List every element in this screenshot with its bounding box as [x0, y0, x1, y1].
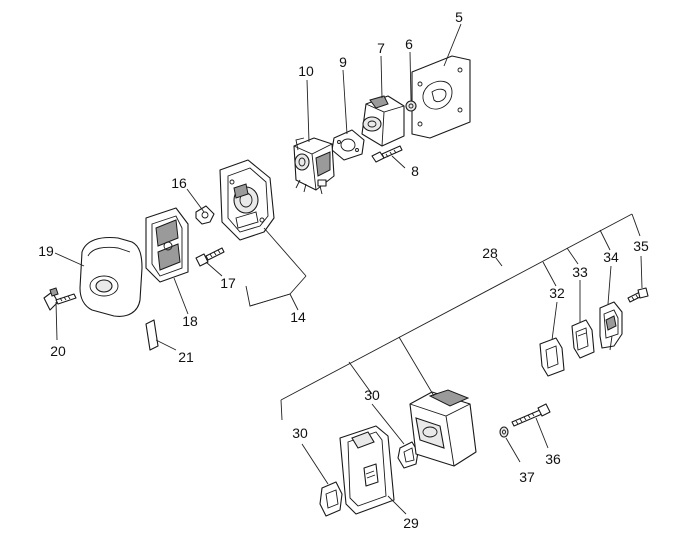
part-20-wing-bolt — [43, 287, 77, 311]
part-33-plate — [571, 319, 595, 359]
callout-35: 35 — [633, 238, 649, 254]
part-36-bolt — [511, 403, 551, 427]
leader-lines — [54, 23, 643, 515]
callout-21: 21 — [178, 349, 194, 365]
callout-36: 36 — [545, 451, 561, 467]
callout-29: 29 — [403, 515, 419, 531]
callout-32: 32 — [549, 285, 565, 301]
part-19-cover — [79, 236, 143, 317]
callout-17: 17 — [220, 275, 236, 291]
part-34-arrestor — [599, 301, 623, 351]
part-8-bolt — [371, 145, 403, 163]
callout-33: 33 — [572, 264, 588, 280]
part-32-gasket — [539, 337, 565, 377]
part-5-gasket — [411, 55, 471, 139]
callout-numbers: 5 6 7 8 9 10 14 16 17 18 19 20 21 28 29 … — [38, 9, 649, 531]
callout-37: 37 — [519, 469, 535, 485]
part-30-gasket-left — [319, 481, 343, 517]
part-21-label — [145, 319, 159, 351]
part-14-cleaner-base — [219, 159, 275, 241]
callout-5: 5 — [455, 9, 463, 25]
part-18-filter — [145, 207, 189, 283]
callout-14: 14 — [290, 309, 306, 325]
part-17-screw — [195, 247, 225, 267]
callout-30-center: 30 — [364, 387, 380, 403]
callout-34: 34 — [603, 249, 619, 265]
callout-30-left: 30 — [292, 425, 308, 441]
callout-16: 16 — [171, 175, 187, 191]
part-37-washer — [499, 426, 509, 438]
part-6-washer — [405, 100, 417, 112]
part-9-gasket — [331, 129, 365, 161]
part-29-plate — [339, 425, 395, 515]
callout-10: 10 — [298, 63, 314, 79]
part-7-insulator — [361, 95, 405, 147]
callout-18: 18 — [182, 313, 198, 329]
part-30-gasket-center — [397, 441, 419, 469]
part-28-muffler — [409, 389, 477, 467]
callout-6: 6 — [405, 36, 413, 52]
callout-28: 28 — [482, 245, 498, 261]
part-16-clip — [195, 205, 215, 225]
callout-8: 8 — [411, 163, 419, 179]
callout-7: 7 — [377, 40, 385, 56]
part-35-screw — [627, 287, 649, 303]
callout-20: 20 — [50, 343, 66, 359]
callout-19: 19 — [38, 243, 54, 259]
part-10-carburetor — [293, 137, 335, 195]
callout-9: 9 — [339, 54, 347, 70]
